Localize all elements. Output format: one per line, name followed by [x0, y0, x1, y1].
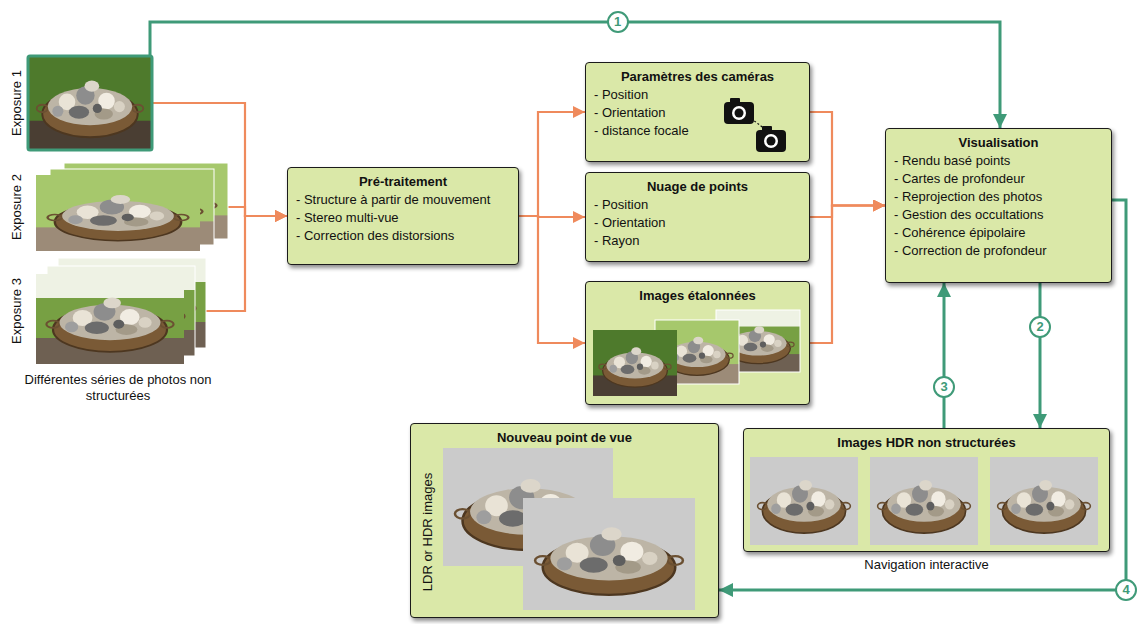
camera-icon [724, 98, 754, 124]
box-title: Nuage de points [594, 178, 801, 196]
hdr-photos [750, 457, 1098, 545]
caption-text: Différentes séries de photos non structu… [23, 372, 213, 404]
box-title: Paramètres des caméras [594, 68, 801, 86]
step-arrow [943, 283, 946, 428]
box-item: - Position [594, 86, 801, 104]
process-box: Nuage de points- Position- Orientation- … [585, 172, 810, 262]
photo [36, 274, 184, 364]
callout-number: 1 [607, 11, 629, 33]
box-caption: Navigation interactive [744, 556, 1109, 574]
step-arrow [1039, 283, 1042, 428]
data-flow-arrow [519, 112, 585, 216]
box-item: - Rayon [594, 232, 801, 250]
box-item: - Stereo multi-vue [296, 209, 510, 227]
box-item: - Orientation [594, 104, 801, 122]
vertical-label: LDR or HDR images [420, 473, 435, 591]
callout-number: 2 [1029, 316, 1051, 338]
box-title: Images étalonnées [594, 287, 801, 305]
callout-number: 4 [1115, 579, 1137, 601]
vertical-label: Exposure 1 [9, 70, 24, 136]
process-box: Visualisation- Rendu basé points- Cartes… [885, 128, 1112, 283]
photo [750, 457, 858, 545]
box-item: - Correction de profondeur [894, 242, 1103, 260]
step-arrow [150, 22, 1000, 128]
box-item: - distance focale [594, 122, 801, 140]
box-title: Images HDR non structurées [752, 434, 1101, 452]
photo [523, 498, 695, 610]
box-item: - Cohérence épipolaire [894, 224, 1103, 242]
selection-frame [28, 56, 152, 150]
calibrated-photos [593, 310, 800, 396]
photo [593, 330, 677, 396]
data-flow-arrow [519, 216, 585, 343]
data-flow-arrow [810, 206, 885, 344]
data-flow-arrow [810, 206, 885, 218]
photo [36, 175, 200, 251]
box-item: - Rendu basé points [894, 152, 1103, 170]
box-item: - Orientation [594, 214, 801, 232]
process-box: Pré-traitement- Structure à partir de mo… [287, 167, 519, 265]
box-item: - Cartes de profondeur [894, 170, 1103, 188]
callout-number: 3 [933, 376, 955, 398]
camera-icon [756, 126, 786, 152]
box-title: Nouveau point de vue [419, 429, 710, 447]
box-title: Visualisation [894, 134, 1103, 152]
box-title: Pré-traitement [296, 173, 510, 191]
data-flow-arrow [228, 207, 287, 216]
data-flow-arrow [810, 112, 885, 206]
photo [28, 56, 152, 150]
box-item: - Structure à partir de mouvement [296, 191, 510, 209]
box-item: - Reprojection des photos [894, 188, 1103, 206]
photo [870, 457, 978, 545]
vertical-label: Exposure 2 [9, 174, 24, 240]
vertical-label: Exposure 3 [9, 278, 24, 344]
camera-icons [724, 98, 786, 152]
photo [990, 457, 1098, 545]
exposure-photos [28, 56, 228, 364]
new-view-photos [443, 448, 695, 610]
box-item: - Gestion des occultations [894, 206, 1103, 224]
box-item: - Correction des distorsions [296, 227, 510, 245]
box-item: - Position [594, 196, 801, 214]
